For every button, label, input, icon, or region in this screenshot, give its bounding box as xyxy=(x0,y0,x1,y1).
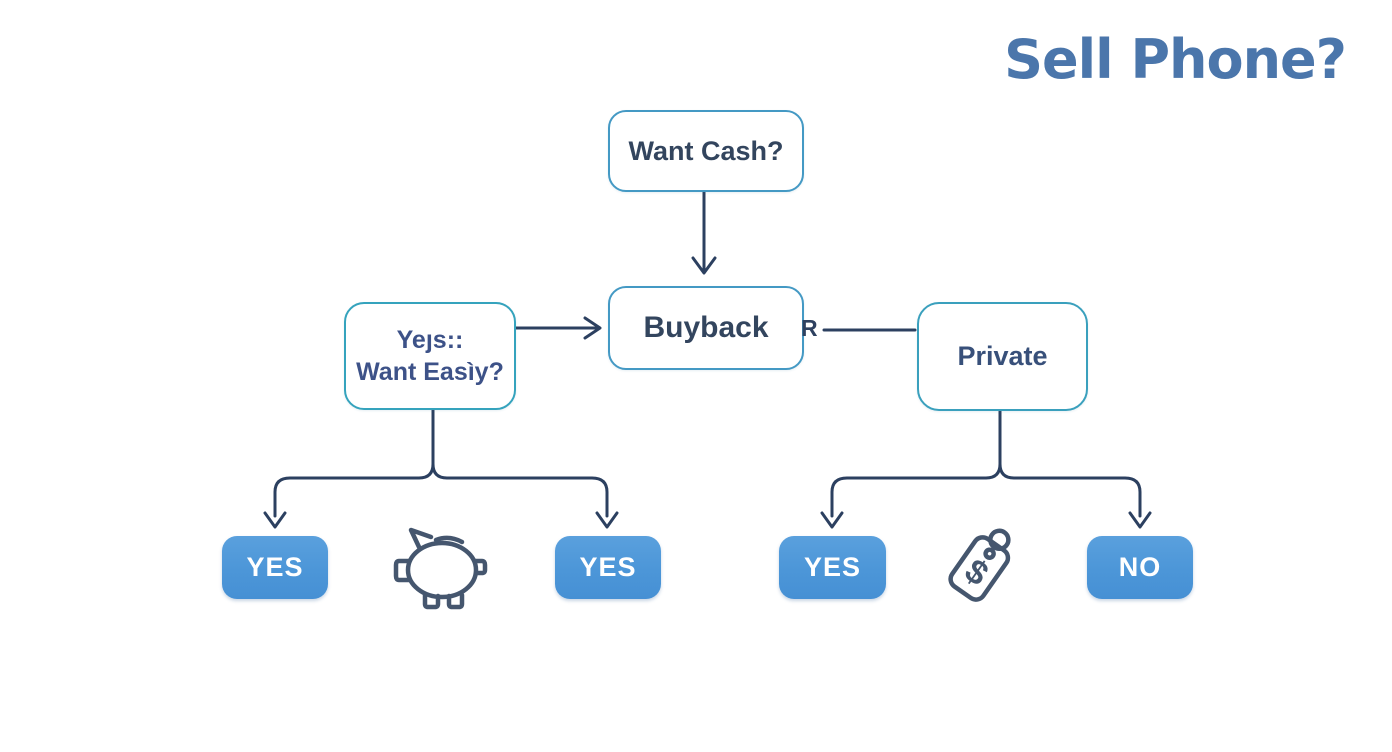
branch-left-arm-right xyxy=(431,462,609,518)
node-want-cash: Want Cash? xyxy=(608,110,804,192)
branch-right-arm-left xyxy=(830,462,1002,518)
outcome-label: YES xyxy=(246,552,304,582)
node-buyback-label: Buyback xyxy=(643,311,769,344)
outcome-label: NO xyxy=(1118,552,1162,582)
node-want-cash-label: Want Cash? xyxy=(628,135,784,166)
node-want-easy: Yeȷs:: Want Easìy? xyxy=(344,302,516,410)
outcome-label: YES xyxy=(579,552,637,582)
branch-right-arm-right xyxy=(998,462,1142,518)
branch-left-arm-left xyxy=(273,462,435,518)
arrowhead-down-icon xyxy=(263,511,287,529)
page-title: Sell Phone? xyxy=(1004,28,1347,91)
arrowhead-down-icon xyxy=(1128,511,1152,529)
node-private: Private xyxy=(917,302,1088,411)
arrowhead-down-icon xyxy=(691,256,717,275)
node-private-label: Private xyxy=(957,341,1048,371)
node-buyback: Buyback xyxy=(608,286,804,370)
outcome-private-right-no: NO xyxy=(1087,536,1193,599)
arrowhead-down-icon xyxy=(820,511,844,529)
arrowhead-right-icon xyxy=(583,316,602,340)
outcome-buyback-right-yes: YES xyxy=(555,536,661,599)
arrowhead-down-icon xyxy=(595,511,619,529)
buyback-side-label: R xyxy=(801,315,818,341)
piggy-bank-icon xyxy=(393,527,488,610)
node-want-easy-line1: Yeȷs:: xyxy=(396,325,464,354)
outcome-label: YES xyxy=(803,552,862,582)
price-tag-icon: $ xyxy=(948,528,1011,602)
node-want-easy-line2: Want Easìy? xyxy=(356,358,504,386)
outcome-buyback-left-yes: YES xyxy=(222,536,328,599)
outcome-private-left-yes: YES xyxy=(779,536,886,599)
